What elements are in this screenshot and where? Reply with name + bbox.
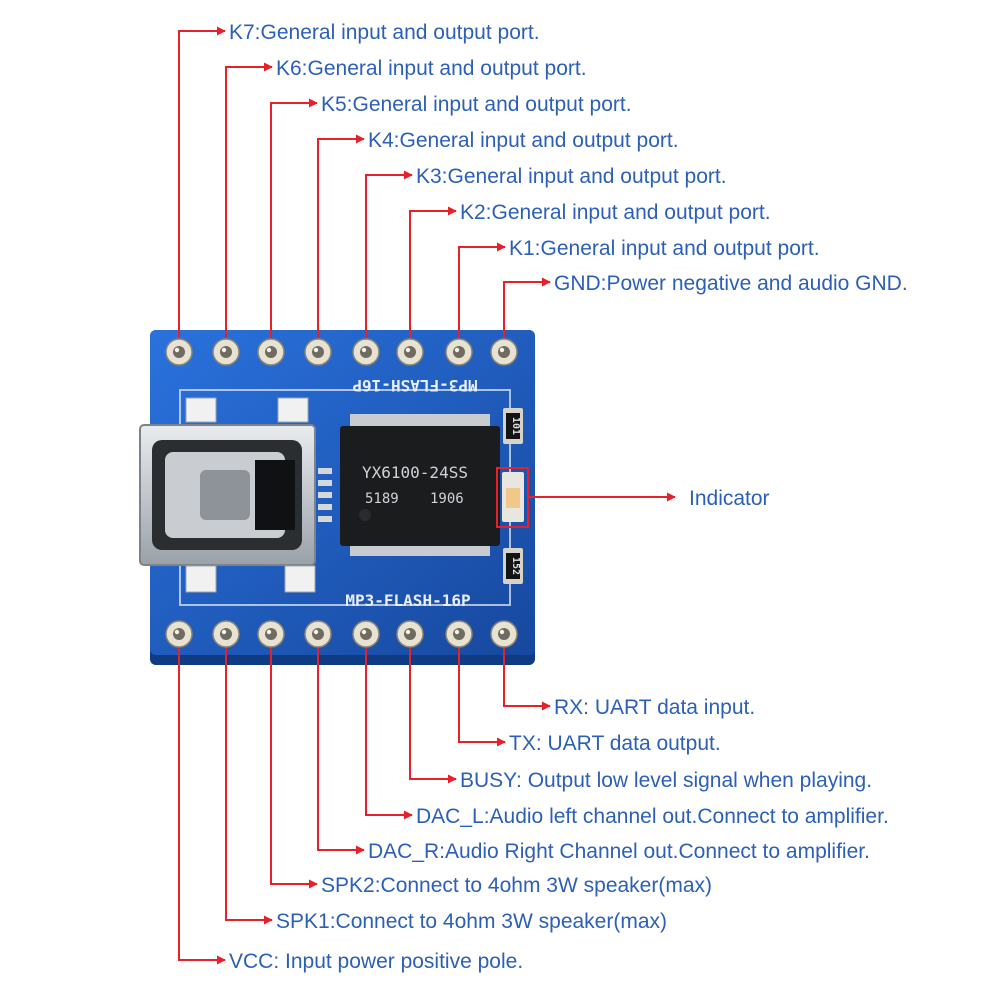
label-spk2: SPK2:Connect to 4ohm 3W speaker(max) (321, 874, 712, 897)
pin-k3 (352, 338, 380, 366)
leader-spk1 (225, 648, 273, 925)
pin-k5 (257, 338, 285, 366)
pin-header-bottom (165, 620, 518, 648)
leader-k1 (458, 242, 506, 338)
leader-k5 (270, 98, 318, 338)
resistor-bottom: 152 (503, 548, 523, 584)
pin-rx (490, 620, 518, 648)
pin-spk2 (257, 620, 285, 648)
pin-header-top (165, 338, 518, 366)
pin-k6 (212, 338, 240, 366)
leader-rx (503, 648, 551, 711)
label-rx: RX: UART data input. (554, 696, 755, 719)
leader-dac-l (365, 648, 413, 820)
leader-k7 (178, 26, 226, 338)
pin-spk1 (212, 620, 240, 648)
mini-usb-connector (139, 397, 332, 593)
leaders-bottom: VCC: Input power positive pole. SPK1:Conn… (178, 648, 889, 973)
resistor-bottom-code: 152 (510, 557, 521, 575)
pin-k4 (304, 338, 332, 366)
resistor-top: 101 (503, 408, 523, 444)
leader-k3 (365, 170, 413, 338)
label-spk1: SPK1:Connect to 4ohm 3W speaker(max) (276, 910, 667, 933)
leader-gnd (503, 277, 551, 338)
label-dac-r: DAC_R:Audio Right Channel out.Connect to… (368, 840, 870, 863)
pin-busy (396, 620, 424, 648)
chip-yx6100: YX6100-24SS 5189 1906 (340, 414, 500, 556)
leader-tx (458, 648, 506, 747)
pin-dac-l (352, 620, 380, 648)
chip-marking-line1: YX6100-24SS (362, 463, 468, 482)
leader-k2 (409, 206, 457, 338)
pin-gnd (490, 338, 518, 366)
chip-marking-line2b: 1906 (430, 491, 464, 507)
label-k4: K4:General input and output port. (368, 129, 679, 152)
label-vcc: VCC: Input power positive pole. (229, 950, 523, 973)
pin-k1 (445, 338, 473, 366)
leader-dac-r (317, 648, 365, 855)
pin-vcc (165, 620, 193, 648)
indicator-callout: Indicator (528, 487, 770, 510)
led-indicator (502, 472, 524, 522)
label-k3: K3:General input and output port. (416, 165, 727, 188)
leader-k4 (317, 134, 365, 338)
leader-vcc (178, 648, 226, 965)
leader-busy (409, 648, 457, 784)
label-k2: K2:General input and output port. (460, 201, 771, 224)
chip-marking-line2a: 5189 (365, 491, 399, 507)
indicator-label: Indicator (689, 487, 770, 510)
label-tx: TX: UART data output. (509, 732, 721, 755)
label-k6: K6:General input and output port. (276, 57, 587, 80)
label-k5: K5:General input and output port. (321, 93, 632, 116)
label-k1: K1:General input and output port. (509, 237, 820, 260)
leader-k6 (225, 62, 273, 338)
label-k7: K7:General input and output port. (229, 21, 540, 44)
pin-tx (445, 620, 473, 648)
leaders-top: K7:General input and output port. K6:Gene… (178, 21, 908, 338)
leader-spk2 (270, 648, 318, 889)
label-busy: BUSY: Output low level signal when playi… (460, 769, 872, 792)
label-gnd: GND:Power negative and audio GND. (554, 272, 908, 295)
pin-dac-r (304, 620, 332, 648)
resistor-top-code: 101 (510, 417, 521, 435)
label-dac-l: DAC_L:Audio left channel out.Connect to … (416, 805, 889, 828)
pin-k7 (165, 338, 193, 366)
silk-label-top: MP3-FLASH-16P (352, 376, 477, 395)
silk-label-bottom: MP3-FLASH-16P (345, 591, 470, 610)
pin-k2 (396, 338, 424, 366)
